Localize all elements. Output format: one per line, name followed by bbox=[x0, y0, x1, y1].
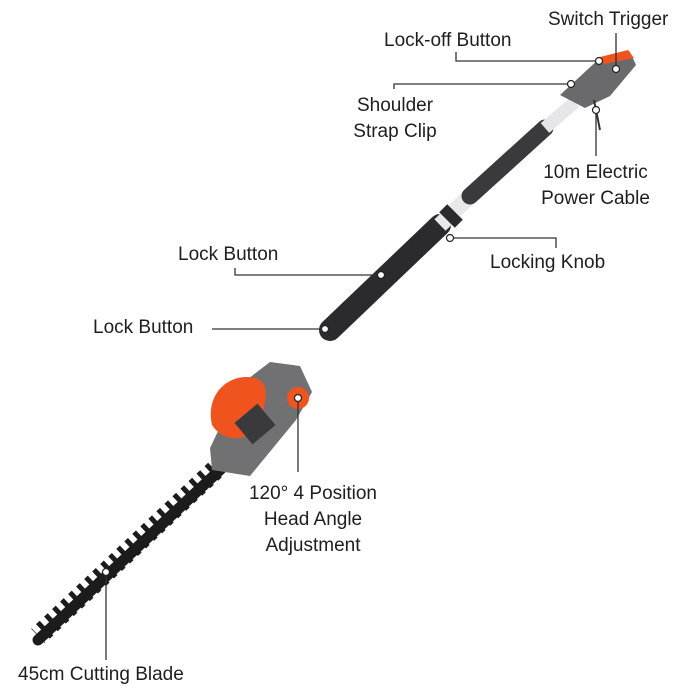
leader-lines bbox=[105, 33, 617, 660]
motor-head bbox=[210, 362, 312, 476]
label-head-angle-adjustment: 120° 4 Position Head Angle Adjustment bbox=[248, 481, 378, 559]
label-line: Shoulder bbox=[356, 95, 434, 116]
label-line: 120° 4 Position bbox=[248, 483, 378, 504]
label-line: Head Angle bbox=[263, 509, 363, 530]
pole bbox=[319, 97, 580, 341]
label-switch-trigger: Switch Trigger bbox=[548, 9, 669, 30]
label-cutting-blade: 45cm Cutting Blade bbox=[18, 664, 184, 685]
label-lock-off-button: Lock-off Button bbox=[384, 30, 512, 51]
label-lock-button-lower: Lock Button bbox=[93, 317, 194, 338]
label-line: Strap Clip bbox=[353, 121, 437, 142]
callout-dots bbox=[101, 56, 621, 577]
label-lock-button-upper: Lock Button bbox=[178, 244, 279, 265]
label-power-cable: 10m Electric Power Cable bbox=[528, 160, 663, 212]
label-line: Power Cable bbox=[541, 188, 650, 209]
label-shoulder-strap-clip: Shoulder Strap Clip bbox=[345, 93, 445, 145]
label-line: 10m Electric bbox=[543, 162, 648, 183]
label-line: Adjustment bbox=[265, 535, 361, 556]
label-locking-knob: Locking Knob bbox=[490, 252, 606, 273]
cutting-blade bbox=[31, 462, 228, 646]
